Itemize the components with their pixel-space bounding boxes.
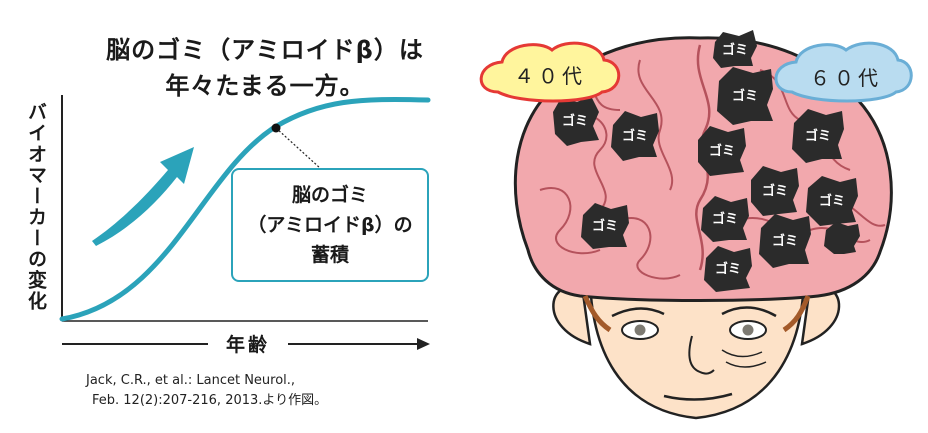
citation-line-1: Jack, C.R., et al.: Lancet Neurol.,: [86, 373, 296, 388]
gomi-blob: ゴミ: [792, 109, 844, 163]
y-axis-label: バイオマーカーの変化: [25, 102, 47, 312]
wrinkle: [721, 349, 763, 358]
brain-fold: [637, 59, 674, 191]
callout-box: 脳のゴミ （アミロイドβ）の 蓄積: [231, 168, 429, 282]
gomi-blob: ゴミ: [751, 166, 799, 216]
citation: Jack, C.R., et al.: Lancet Neurol., Feb.…: [86, 371, 416, 411]
citation-line-2: Feb. 12(2):207-216, 2013.より作図。: [92, 393, 328, 408]
brow-left: [611, 307, 665, 318]
gomi-blob: ゴミ: [713, 30, 757, 68]
callout-line-2: （アミロイドβ）の: [247, 214, 413, 236]
chart-title-line-1: 脳のゴミ（アミロイドβ）は: [106, 36, 424, 64]
age-tag-40s: ４０代: [514, 64, 586, 88]
gomi-blob: ゴミ: [698, 126, 746, 176]
brow-right: [721, 306, 777, 318]
chart-title-line-2: 年々たまる一方。: [165, 72, 365, 100]
gomi-label: ゴミ: [562, 113, 588, 129]
gomi-label: ゴミ: [592, 218, 618, 234]
gomi-blob: ゴミ: [701, 196, 749, 242]
pupil-right: [742, 324, 754, 336]
age-tag-60s: ６０代: [810, 66, 882, 90]
rising-arrow: [92, 147, 194, 246]
hair-left: [582, 294, 612, 333]
gomi-blob: ゴミ: [717, 67, 773, 125]
pupil-left: [634, 324, 646, 336]
brain-fold: [619, 217, 681, 280]
gomi-label: ゴミ: [819, 193, 845, 209]
series-line: [59, 96, 431, 322]
cloud-tag-60: [774, 41, 913, 103]
gomi-blob: ゴミ: [611, 111, 659, 161]
gomi-blob: [824, 222, 860, 254]
gomi-label: ゴミ: [622, 128, 648, 144]
gomi-blob: ゴミ: [759, 214, 811, 268]
gomi-label: ゴミ: [772, 233, 798, 249]
callout-line-1: 脳のゴミ: [291, 184, 368, 206]
gomi-label: ゴミ: [805, 128, 831, 144]
gomi-blob: ゴミ: [806, 176, 858, 226]
brain-fold: [539, 187, 601, 255]
gomi-blob: ゴミ: [581, 203, 629, 249]
gomi-label: ゴミ: [709, 143, 735, 159]
nose: [688, 335, 715, 375]
gomi-label: ゴミ: [715, 261, 741, 277]
gomi-blob: ゴミ: [704, 246, 752, 292]
callout-leader: [275, 127, 321, 169]
highlight-point: [271, 123, 281, 133]
gomi-blob: ゴミ: [553, 96, 599, 146]
gomi-blobs: ゴミ ゴミ ゴミ ゴミ ゴミ ゴミ: [553, 30, 860, 292]
gomi-label: ゴミ: [732, 88, 758, 104]
gomi-label: ゴミ: [712, 211, 738, 227]
face: [552, 270, 841, 420]
mouth: [663, 392, 733, 401]
x-axis-label: 年齢: [208, 330, 288, 357]
cloud-tag-40: [479, 41, 621, 103]
wrinkle: [725, 361, 767, 368]
callout-line-3: 蓄積: [310, 244, 349, 266]
hair-right: [782, 295, 811, 333]
gomi-label: ゴミ: [762, 183, 788, 199]
gomi-label: ゴミ: [722, 42, 748, 58]
x-axis-arrowhead: [417, 338, 430, 350]
